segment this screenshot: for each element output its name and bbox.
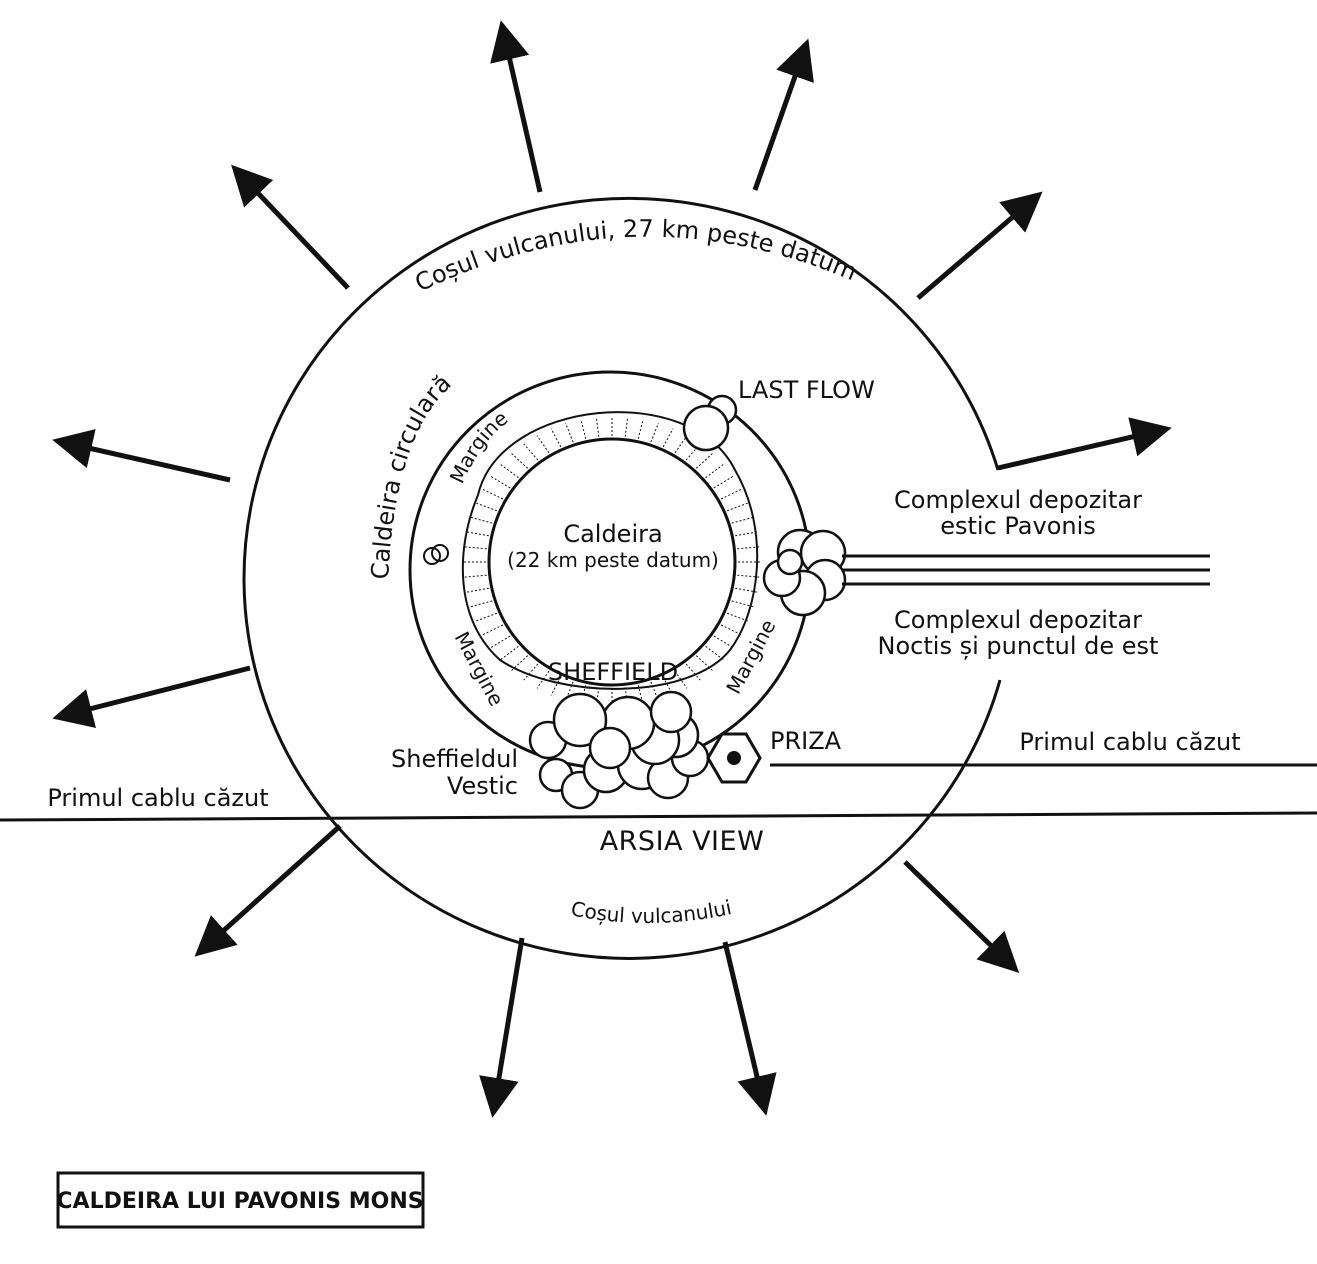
rim-hatch-line	[674, 670, 688, 689]
map-title-box: CALDEIRA LUI PAVONIS MONS	[56, 1171, 425, 1229]
rim-hatch-line	[462, 546, 487, 550]
rim-hatch-line	[465, 531, 489, 537]
rim-hatch-line	[713, 635, 734, 649]
east-depot-blobs	[762, 528, 847, 617]
ring-small-circles	[423, 544, 449, 565]
inner-caldera	[487, 437, 737, 687]
rim-hatch-line	[720, 624, 743, 636]
rim-hatch-line	[490, 475, 511, 489]
arrow-nw	[231, 164, 350, 290]
rim-hatch-line	[580, 419, 587, 439]
rim-hatch-line	[536, 670, 550, 689]
rim-hatch-line	[662, 428, 674, 448]
cable-left-label: Primul cablu căzut	[47, 784, 268, 812]
noctis-depot-label-2: Noctis și punctul de est	[878, 632, 1159, 660]
arrow-se	[903, 860, 1020, 973]
rim-hatch-line	[511, 453, 529, 469]
arrow-n2	[752, 38, 814, 191]
rim-hatch-line	[637, 419, 644, 439]
outer-rim-bottom-label: Coșul vulcanului	[569, 895, 734, 928]
rim-hatch-line	[469, 600, 493, 608]
rim-hatch-line	[550, 428, 562, 448]
rim-hatch-line	[523, 663, 539, 681]
rim-hatch-line	[720, 488, 743, 500]
rim-hatch-line	[713, 475, 734, 489]
rim-hatch-line	[726, 502, 750, 512]
west-sheffield-label-2: Vestic	[447, 772, 518, 800]
noctis-depot-label-1: Complexul depozitar	[894, 606, 1142, 634]
caldera-name-label: Caldeira	[563, 520, 662, 548]
priza-label: PRIZA	[770, 727, 842, 755]
rim-hatch-line	[500, 463, 519, 479]
arsia-view-label: ARSIA VIEW	[600, 826, 765, 857]
arrow-s1	[479, 937, 525, 1118]
last-flow-label: LAST FLOW	[738, 376, 875, 404]
rim-hatch-line	[474, 612, 498, 622]
east-depot-label-2: estic Pavonis	[940, 512, 1096, 540]
sheffield-label: SHEFFIELD	[548, 658, 678, 686]
rim-hatch-line	[705, 463, 724, 479]
rim-hatch-line	[523, 443, 539, 461]
west-sheffield-label-1: Sheffieldul	[391, 745, 518, 773]
arrow-sw1	[52, 665, 251, 728]
rim-hatch-line	[731, 516, 755, 524]
rim-hatch-line	[462, 574, 487, 578]
rim-hatch-line	[685, 663, 701, 681]
map-title: CALDEIRA LUI PAVONIS MONS	[56, 1189, 423, 1214]
rim-hatch-line	[500, 645, 519, 661]
rim-hatch-line	[469, 516, 493, 524]
priza-hexagon	[706, 732, 762, 784]
arrow-sw2	[194, 824, 342, 957]
arrow-e	[997, 417, 1172, 471]
rim-hatch-line	[624, 416, 629, 437]
cable-right-label: Primul cablu căzut	[1019, 728, 1240, 756]
arrow-ne	[916, 191, 1043, 300]
rim-hatch-line	[536, 435, 550, 454]
rim-hatch-line	[474, 502, 498, 512]
east-depot-label-1: Complexul depozitar	[894, 486, 1142, 514]
rim-hatch-line	[650, 422, 659, 443]
arrow-w	[52, 429, 231, 483]
west-sheffield-blobs	[528, 690, 710, 810]
rim-hatch-line	[565, 422, 574, 443]
rim-hatch-line	[550, 676, 562, 696]
arrow-s2	[722, 941, 777, 1116]
cable-long-line	[0, 811, 1317, 822]
arrow-n1	[490, 20, 543, 193]
rim-hatch-line	[695, 453, 713, 469]
rim-hatch-line	[490, 635, 511, 649]
rim-hatch-line	[674, 435, 688, 454]
radial-arrows	[52, 20, 1172, 1118]
rim-hatch-line	[481, 488, 504, 500]
last-flow-blobs	[682, 394, 738, 452]
rim-hatch-line	[737, 574, 762, 578]
outer-rim	[242, 196, 1002, 960]
rim-hatch-line	[595, 416, 600, 437]
rim-hatch-line	[705, 645, 724, 661]
rim-hatch-line	[465, 587, 489, 593]
east-cables	[842, 554, 1210, 586]
rim-hatch-line	[481, 624, 504, 636]
caldera-height-label: (22 km peste datum)	[507, 548, 719, 572]
